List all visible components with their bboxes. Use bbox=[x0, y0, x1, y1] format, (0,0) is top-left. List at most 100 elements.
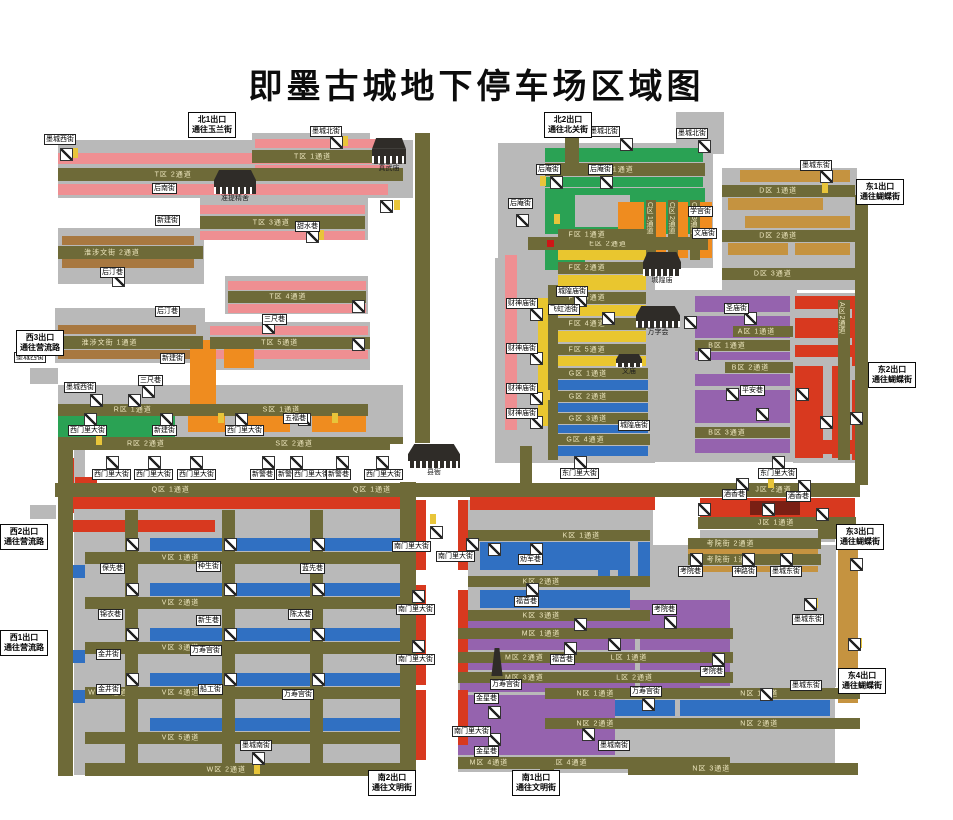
stair-icon bbox=[126, 673, 139, 686]
street-label: 万寿宫街 bbox=[190, 645, 222, 656]
exit-destination: 通往蝴蝶街 bbox=[842, 681, 882, 690]
street-label: 财神庙街 bbox=[506, 343, 538, 354]
exit-label: 东4出口通往蝴蝶街 bbox=[838, 668, 886, 694]
road: M区 1通道 bbox=[455, 628, 733, 639]
street-label: 城隍庙街 bbox=[556, 286, 588, 297]
zone-channel-label: A区 1通道 bbox=[737, 328, 776, 335]
temple-caption: 万字会 bbox=[647, 329, 669, 336]
stair-icon bbox=[262, 456, 275, 469]
street-label: 三尺巷 bbox=[138, 375, 163, 386]
street-label: 后庵街 bbox=[536, 164, 561, 175]
zone-channel-label: B区 3通道 bbox=[708, 429, 746, 436]
road: F区 5通道 bbox=[558, 344, 646, 355]
parking-zone-blue bbox=[680, 700, 830, 716]
road: F区 1通道 bbox=[558, 229, 646, 241]
exit-name: 东2出口 bbox=[877, 365, 907, 374]
zone-channel-label: 淮涉文街 2通道 bbox=[84, 249, 140, 256]
road: T区 1通道 bbox=[252, 150, 392, 163]
zone-channel-label: L区 1通道 bbox=[610, 654, 648, 661]
street-label: 金星巷 bbox=[474, 693, 499, 704]
street-label: 墨城南街 bbox=[598, 740, 630, 751]
stair-icon bbox=[336, 456, 349, 469]
street-label: 东门里大街 bbox=[758, 468, 797, 479]
zone-channel-label: B区 1通道 bbox=[708, 342, 746, 349]
stair-icon bbox=[128, 394, 141, 407]
road: N区 3通道 bbox=[628, 763, 858, 775]
stair-icon bbox=[312, 583, 325, 596]
parking-zone-pink bbox=[58, 153, 406, 164]
stair-icon bbox=[148, 456, 161, 469]
road bbox=[400, 465, 416, 775]
zone-channel-label: K区 3通道 bbox=[522, 612, 561, 619]
zone-channel-label: M区 2通道 bbox=[505, 654, 544, 661]
street-label: 西门里大街 bbox=[364, 469, 403, 480]
exit-label: 东2出口通往蝴蝶街 bbox=[868, 362, 916, 388]
temple-roof-icon bbox=[372, 138, 406, 149]
stair-icon bbox=[574, 456, 587, 469]
street-label: 新建街 bbox=[155, 215, 180, 226]
stair-icon bbox=[526, 583, 539, 596]
zone-channel-label: V区 2通道 bbox=[161, 599, 200, 607]
exit-destination: 通往营流路 bbox=[20, 343, 60, 352]
parking-zone-yellow bbox=[558, 356, 646, 366]
street-label: 学宫街 bbox=[688, 206, 713, 217]
parking-zone-pink bbox=[200, 205, 365, 214]
zone-channel-label: W区 2通道 bbox=[206, 766, 247, 773]
stair-icon bbox=[804, 598, 817, 611]
exit-destination: 通往文明街 bbox=[372, 783, 412, 792]
parking-zone-blue bbox=[480, 590, 630, 608]
street-label: 种生街 bbox=[196, 561, 221, 572]
street-label: 墨城东街 bbox=[792, 614, 824, 625]
zone-channel-label: G区 2通道 bbox=[568, 393, 608, 400]
parking-zone-red bbox=[458, 690, 468, 745]
street-label: 后南街 bbox=[152, 183, 177, 194]
road: B区 3通道 bbox=[695, 427, 790, 438]
street-label: 西门里大街 bbox=[225, 425, 264, 436]
zone-channel-label: F区 4通道 bbox=[568, 320, 606, 328]
zone-channel-label: 考院街 1通道 bbox=[706, 556, 755, 563]
temple-icon bbox=[214, 170, 256, 194]
road bbox=[58, 437, 73, 776]
entrance-marker bbox=[218, 413, 224, 423]
street-label: 金井街 bbox=[96, 649, 121, 660]
street-label: 新建街 bbox=[152, 425, 177, 436]
zone-channel-label: F区 2通道 bbox=[568, 264, 606, 272]
street-label: 墨城东街 bbox=[770, 566, 802, 577]
parking-zone-blue bbox=[558, 380, 648, 390]
zone-channel-label: C区 1通道 bbox=[646, 202, 653, 234]
zone-channel-label: G区 1通道 bbox=[568, 370, 608, 377]
zone-channel-label: 考院街 2通道 bbox=[706, 540, 755, 547]
stair-icon bbox=[698, 503, 711, 516]
street-label: 万寿宫街 bbox=[490, 679, 522, 690]
zone-channel-label: V区 1通道 bbox=[161, 554, 200, 562]
temple-icon bbox=[643, 252, 681, 276]
street-label: 新生巷 bbox=[196, 615, 221, 626]
parking-zone-orange bbox=[678, 202, 688, 258]
stair-icon bbox=[600, 176, 613, 189]
parking-zone-blue bbox=[558, 425, 648, 433]
road: 淮涉文街 2通道 bbox=[58, 246, 203, 259]
parking-zone-orange bbox=[656, 202, 666, 258]
street-label: 考院巷 bbox=[700, 666, 725, 677]
road: 淮涉文街 1通道 bbox=[55, 336, 203, 349]
temple-body-icon bbox=[408, 454, 460, 468]
zone-channel-label: R区 1通道 bbox=[113, 406, 152, 414]
road: G区 1通道 bbox=[558, 368, 648, 379]
exit-name: 东1出口 bbox=[865, 182, 895, 191]
stair-icon bbox=[224, 628, 237, 641]
stair-icon bbox=[530, 543, 543, 556]
parking-zone-red bbox=[416, 585, 426, 685]
parking-zone-brown bbox=[58, 325, 196, 334]
street-label: 三尺巷 bbox=[262, 314, 287, 325]
street-label: 东门里大街 bbox=[560, 468, 599, 479]
road: V区 5通道 bbox=[85, 732, 405, 744]
parking-zone-tan bbox=[745, 216, 850, 228]
exit-label: 东3出口通往蝴蝶街 bbox=[836, 524, 884, 550]
stair-icon bbox=[380, 200, 393, 213]
parking-zone-red bbox=[458, 500, 468, 570]
temple-roof-icon bbox=[408, 444, 460, 455]
entrance-marker bbox=[394, 200, 400, 210]
stair-icon bbox=[574, 294, 587, 307]
